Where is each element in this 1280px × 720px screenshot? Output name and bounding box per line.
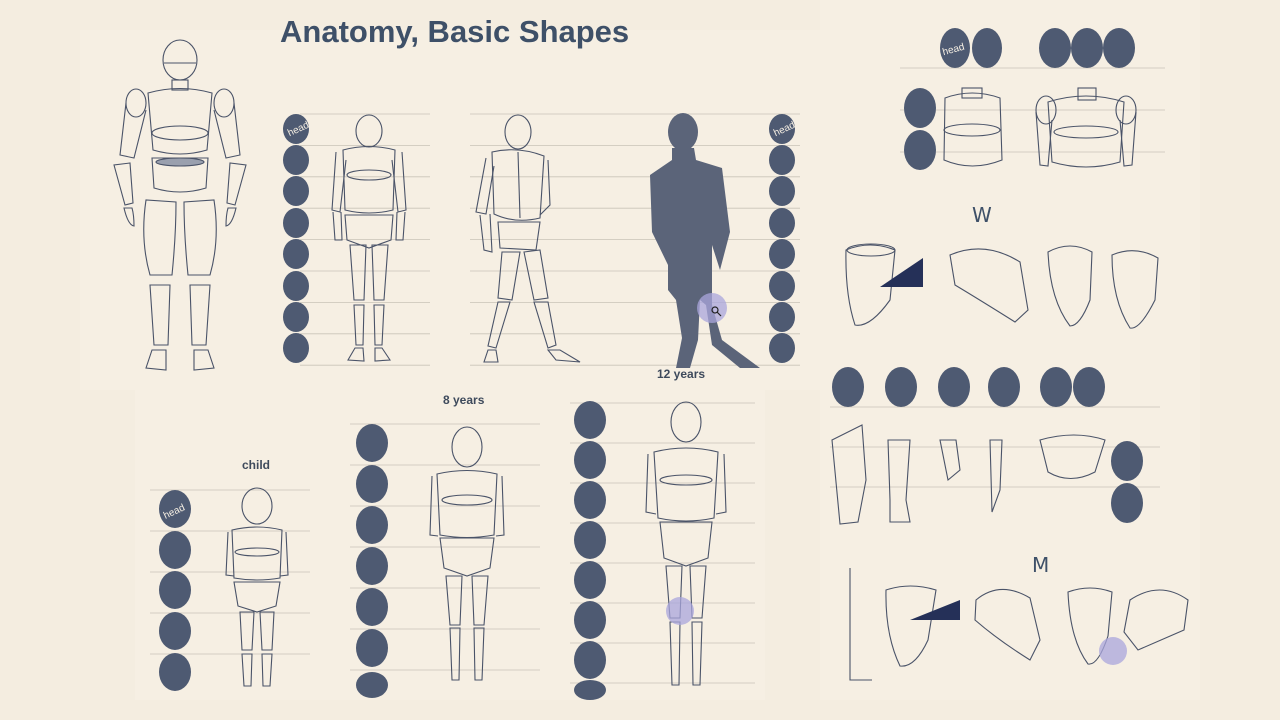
torso-studies [943, 87, 1137, 168]
pelvis-tilt-wedge-1 [880, 258, 923, 287]
head-column-adult [283, 114, 309, 363]
head-column-child [159, 490, 191, 691]
front-proportion-figure [331, 114, 407, 362]
label-w: W [972, 203, 992, 227]
label-m: M [1032, 553, 1050, 577]
adult-silhouette [650, 113, 760, 368]
head-column-8-years [356, 424, 388, 698]
pelvis-studies-m [849, 568, 1189, 681]
twelve-year-figure [645, 401, 727, 686]
mannequin-figure [113, 39, 247, 371]
head-column-12-years [574, 401, 606, 700]
cursor-highlight-1 [697, 293, 727, 323]
page-title: Anatomy, Basic Shapes [280, 14, 630, 49]
head-column-adult-right [769, 114, 795, 363]
eight-year-figure [429, 426, 505, 681]
right-sheet [820, 0, 1200, 700]
magnifier-cursor-icon [711, 306, 722, 317]
cursor-highlight-3 [1099, 637, 1127, 665]
label-child: child [242, 458, 271, 472]
torso-head-shapes [904, 28, 1135, 170]
cursor-highlight-2 [666, 597, 694, 625]
label-8-years: 8 years [443, 393, 485, 407]
limb-studies [831, 424, 1106, 525]
bottom-left-sheet [135, 390, 765, 700]
pelvis-studies-w [845, 243, 1159, 329]
child-figure [225, 487, 289, 687]
grid-lines [150, 67, 1165, 684]
pelvis-tilt-wedge-2 [910, 600, 960, 620]
label-12-years: 12 years [657, 367, 706, 381]
limb-head-shapes [832, 367, 1143, 523]
side-pose-figure [475, 114, 581, 363]
